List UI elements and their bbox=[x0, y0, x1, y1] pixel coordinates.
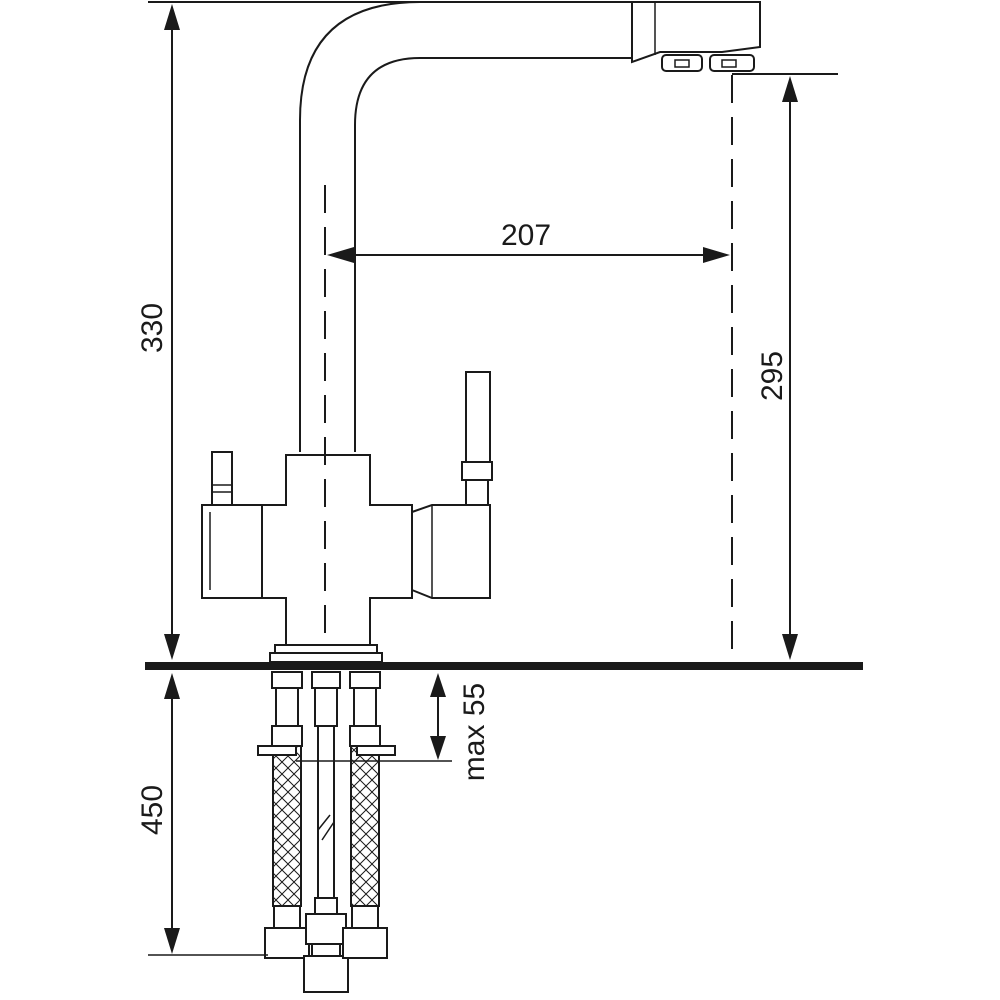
faucet-spout bbox=[299, 1, 761, 452]
dimension-spout-reach: 207 bbox=[327, 219, 730, 263]
dimension-hose-length: 450 bbox=[136, 673, 268, 956]
mounting-washer bbox=[257, 745, 396, 756]
countertop-line bbox=[145, 662, 863, 670]
dimension-spout-height-label: 295 bbox=[756, 351, 789, 401]
dimension-total-height-label: 330 bbox=[136, 303, 169, 353]
hose-center bbox=[303, 671, 349, 993]
hose-left bbox=[264, 671, 310, 959]
dimension-total-height: 330 bbox=[136, 4, 180, 660]
dimension-spout-height: 295 bbox=[756, 76, 798, 660]
dimension-mount-thickness-label: max 55 bbox=[458, 683, 491, 781]
dimension-hose-length-label: 450 bbox=[136, 785, 169, 835]
dimension-spout-reach-label: 207 bbox=[501, 219, 551, 252]
dimension-mount-thickness: max 55 bbox=[296, 673, 491, 781]
hose-right bbox=[342, 671, 388, 959]
faucet-body bbox=[201, 371, 493, 663]
